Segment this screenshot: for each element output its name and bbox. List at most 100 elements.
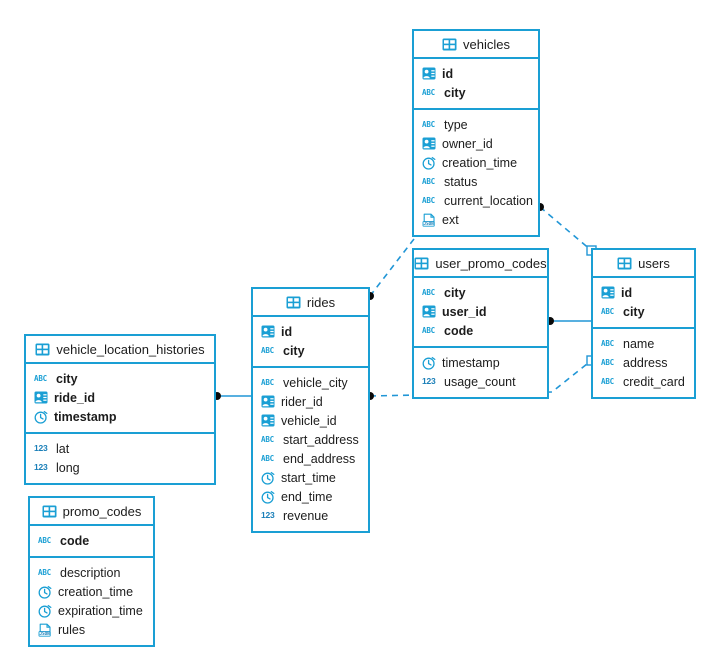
abc-string-icon: ABC <box>422 88 435 97</box>
abc-string-icon: ABC <box>422 288 435 297</box>
column-name: expiration_time <box>58 603 143 618</box>
abc-string-icon: ABC <box>601 339 614 348</box>
entity-header-user_promo_codes: user_promo_codes <box>414 250 547 278</box>
column-name: address <box>623 355 668 370</box>
entity-name: rides <box>306 294 336 310</box>
column-row[interactable]: timestamp <box>414 353 547 372</box>
abc-string-icon: ABC <box>261 378 274 387</box>
column-name: city <box>283 343 305 358</box>
entity-name: vehicles <box>463 36 510 52</box>
column-row[interactable]: creation_time <box>30 582 153 601</box>
column-row[interactable]: id <box>253 322 368 341</box>
id-card-icon <box>34 391 48 404</box>
column-row[interactable]: expiration_time <box>30 601 153 620</box>
column-row[interactable]: timestamp <box>26 407 214 426</box>
id-card-icon <box>601 286 615 299</box>
table-grid-icon <box>35 343 50 356</box>
column-row[interactable]: id <box>593 283 694 302</box>
json-document-icon: JSON <box>38 623 52 637</box>
column-row[interactable]: ride_id <box>26 388 214 407</box>
entity-header-promo_codes: promo_codes <box>30 498 153 526</box>
column-name: id <box>621 285 633 300</box>
clock-icon <box>422 156 436 170</box>
column-name: rider_id <box>281 394 323 409</box>
column-row[interactable]: creation_time <box>414 153 538 172</box>
column-row[interactable]: owner_id <box>414 134 538 153</box>
column-row[interactable]: user_id <box>414 302 547 321</box>
column-row[interactable]: ABC address <box>593 353 694 372</box>
id-card-icon <box>422 305 436 318</box>
svg-text:JSON: JSON <box>40 631 51 636</box>
id-card-icon <box>422 67 436 80</box>
table-grid-icon <box>42 505 57 518</box>
clock-icon <box>261 490 275 504</box>
column-name: rules <box>58 622 86 637</box>
id-card-icon <box>261 325 275 338</box>
column-name: creation_time <box>442 155 518 170</box>
abc-string-icon: ABC <box>422 177 435 186</box>
column-name: creation_time <box>58 584 134 599</box>
abc-string-icon: ABC <box>261 454 274 463</box>
column-row[interactable]: JSON rules <box>30 620 153 639</box>
column-row[interactable]: id <box>414 64 538 83</box>
column-name: type <box>444 117 468 132</box>
column-name: revenue <box>283 508 329 523</box>
column-row[interactable]: start_time <box>253 468 368 487</box>
column-row[interactable]: end_time <box>253 487 368 506</box>
column-row[interactable]: ABC vehicle_city <box>253 373 368 392</box>
svg-text:JSON: JSON <box>424 221 435 226</box>
column-name: credit_card <box>623 374 685 389</box>
entity-header-vehicle_location_histories: vehicle_location_histories <box>26 336 214 364</box>
123-number-icon: 123 <box>34 462 48 472</box>
column-row[interactable]: vehicle_id <box>253 411 368 430</box>
column-name: code <box>444 323 474 338</box>
relationship-vehicle_location_histories-rides <box>213 392 251 400</box>
abc-string-icon: ABC <box>601 358 614 367</box>
entity-header-rides: rides <box>253 289 368 317</box>
abc-string-icon: ABC <box>261 346 274 355</box>
column-row[interactable]: rider_id <box>253 392 368 411</box>
column-name: description <box>60 565 121 580</box>
clock-icon <box>38 604 52 618</box>
column-name: vehicle_id <box>281 413 337 428</box>
relationship-line <box>539 206 593 252</box>
column-row[interactable]: ABC city <box>253 341 368 360</box>
column-name: vehicle_city <box>283 375 348 390</box>
column-name: start_address <box>283 432 359 447</box>
entity-header-vehicles: vehicles <box>414 31 538 59</box>
